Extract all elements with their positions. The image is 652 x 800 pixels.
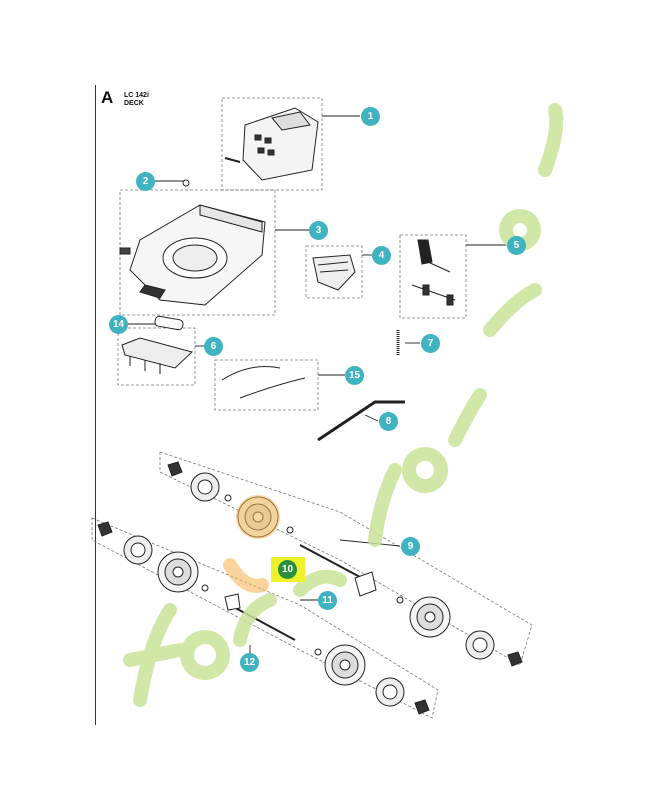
part-3-deck xyxy=(119,204,266,306)
callout-7[interactable]: 7 xyxy=(421,334,440,353)
callout-14[interactable]: 14 xyxy=(109,315,128,334)
front-wheel-group xyxy=(97,521,430,715)
part-2-plug xyxy=(182,179,190,187)
callout-6[interactable]: 6 xyxy=(204,337,223,356)
part-5-handle-kit xyxy=(411,239,456,306)
callout-11[interactable]: 11 xyxy=(318,591,337,610)
model-name: LC 142i xyxy=(124,92,149,99)
callout-2[interactable]: 2 xyxy=(136,172,155,191)
part-12-group-box xyxy=(91,517,439,719)
callout-1[interactable]: 1 xyxy=(361,107,380,126)
part-15-cables xyxy=(221,366,306,399)
diagram-frame xyxy=(95,85,540,725)
callout-10[interactable]: 10 xyxy=(278,560,297,579)
callout-3[interactable]: 3 xyxy=(309,221,328,240)
callout-8[interactable]: 8 xyxy=(379,412,398,431)
part-14-roller xyxy=(154,315,184,331)
callout-4[interactable]: 4 xyxy=(372,246,391,265)
part-5-group-box xyxy=(399,234,467,319)
section-name: DECK xyxy=(124,100,144,107)
part-8-height-lever xyxy=(317,400,405,442)
part-4-group-box xyxy=(305,245,363,299)
callout-12[interactable]: 12 xyxy=(240,653,259,672)
section-letter: A xyxy=(101,88,114,107)
part-1-group-box xyxy=(221,97,323,191)
part-4-guard xyxy=(312,254,356,291)
part-1-top-cover xyxy=(224,107,319,181)
callout-5[interactable]: 5 xyxy=(507,236,526,255)
section-model: LC 142i DECK xyxy=(124,92,149,108)
callout-15[interactable]: 15 xyxy=(345,366,364,385)
callout-9[interactable]: 9 xyxy=(401,537,420,556)
part-15-group-box xyxy=(214,359,319,411)
part-3-group-box xyxy=(119,189,276,316)
part-6-bracket xyxy=(121,337,193,374)
